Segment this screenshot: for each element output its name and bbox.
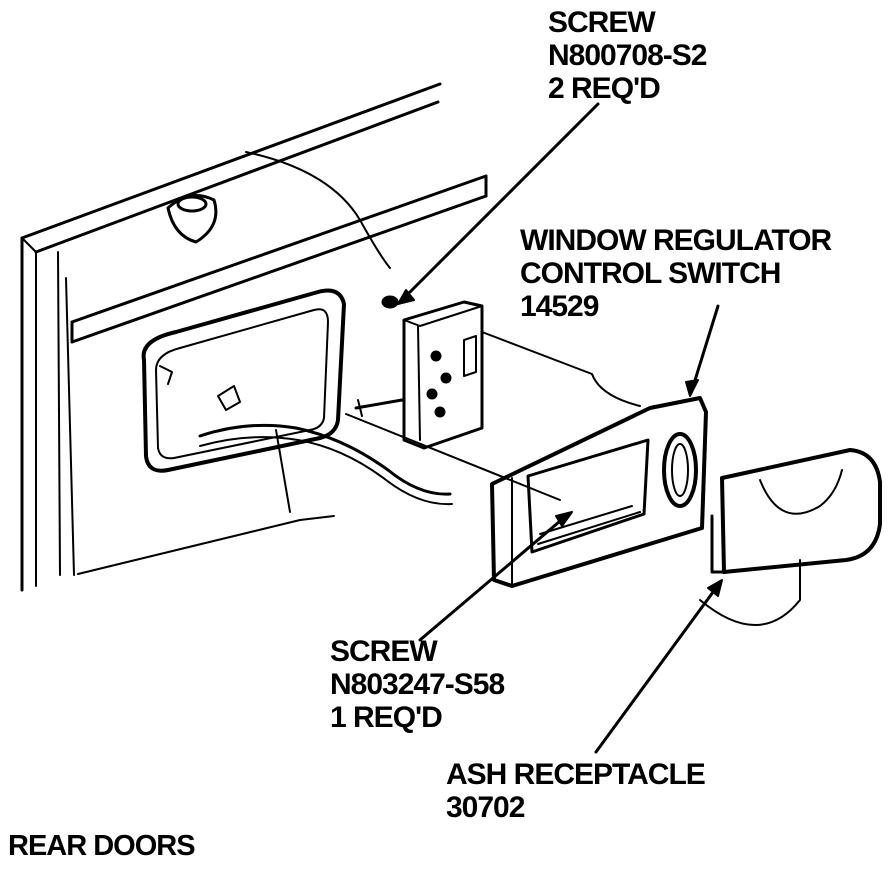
callout-screw-bottom: SCREW N803247-S58 1 REQ'D — [330, 635, 505, 734]
callout-screw-bottom-qty: 1 REQ'D — [330, 701, 443, 734]
window-switch-part — [354, 295, 484, 450]
ash-receptacle-part — [699, 448, 882, 626]
callout-ash-receptacle: ASH RECEPTACLE 30702 — [446, 758, 706, 824]
callout-switch-name-2: CONTROL SWITCH — [520, 257, 781, 290]
callout-screw-top-qty: 2 REQ'D — [548, 72, 661, 105]
callout-ash-partno: 30702 — [446, 791, 525, 824]
leader-screw-top — [408, 102, 600, 294]
leader-switch — [690, 304, 720, 392]
leader-ash — [594, 586, 718, 754]
callout-window-switch: WINDOW REGULATOR CONTROL SWITCH 14529 — [520, 224, 832, 323]
figure-caption: REAR DOORS — [8, 830, 196, 862]
bezel-housing — [345, 331, 708, 588]
callout-screw-top-name: SCREW — [548, 6, 656, 39]
leader-lines — [397, 102, 723, 754]
leader-screw-bottom — [418, 514, 568, 642]
callout-screw-top: SCREW N800708-S2 2 REQ'D — [548, 6, 707, 105]
callout-switch-partno: 14529 — [520, 290, 599, 323]
callout-screw-bottom-partno: N803247-S58 — [330, 668, 505, 701]
callout-switch-name-1: WINDOW REGULATOR — [520, 224, 832, 257]
callout-screw-top-partno: N800708-S2 — [548, 39, 707, 72]
callout-screw-bottom-name: SCREW — [330, 635, 438, 668]
door-panel — [20, 82, 488, 592]
callout-ash-name: ASH RECEPTACLE — [446, 758, 706, 791]
